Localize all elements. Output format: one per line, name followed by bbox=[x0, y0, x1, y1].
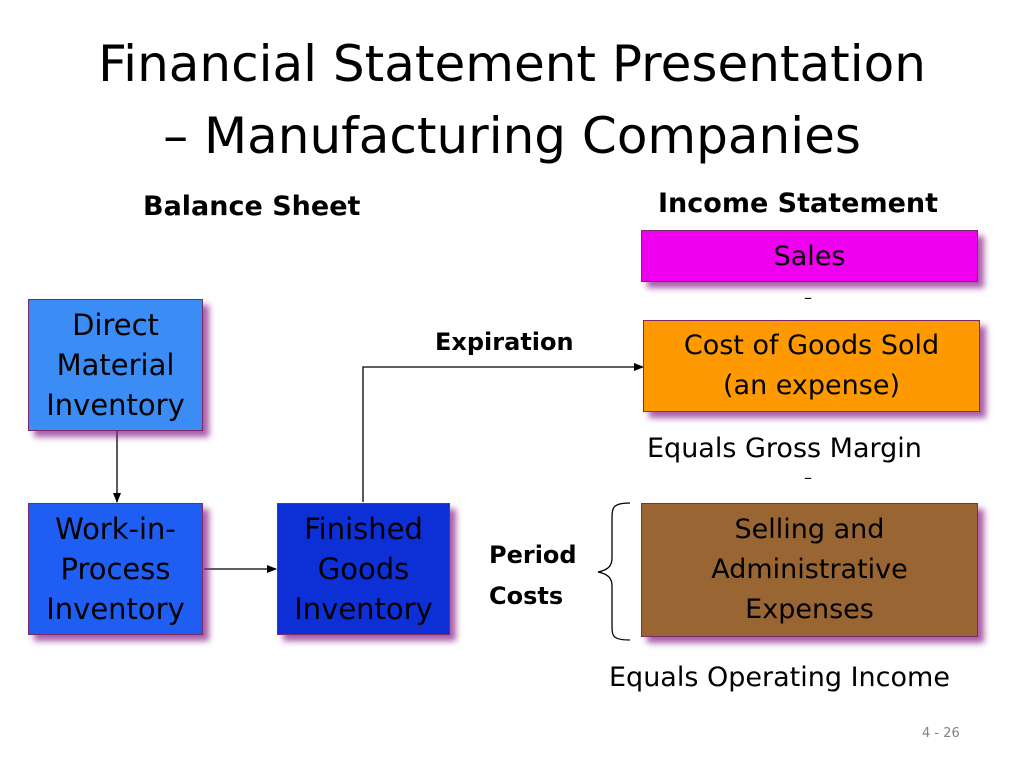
sga-line-1: Selling and bbox=[734, 514, 885, 545]
period-costs-brace bbox=[597, 502, 631, 641]
slide-title-line-2: – Manufacturing Companies bbox=[163, 107, 861, 165]
work-in-process-line-1: Work-in- bbox=[55, 512, 176, 546]
operating-income-label: Equals Operating Income bbox=[609, 662, 950, 693]
direct-material-line-2: Material bbox=[56, 348, 175, 382]
direct-material-line-3: Inventory bbox=[46, 388, 185, 422]
direct-material-line-1: Direct bbox=[72, 308, 159, 342]
finished-goods-line-2: Goods bbox=[317, 552, 410, 586]
finished-goods-inventory-box: Finished Goods Inventory bbox=[277, 503, 450, 635]
cogs-line-1: Cost of Goods Sold bbox=[683, 330, 940, 361]
work-in-process-line-2: Process bbox=[60, 552, 171, 586]
income-statement-heading: Income Statement bbox=[658, 188, 939, 219]
work-in-process-line-3: Inventory bbox=[46, 592, 185, 626]
period-costs-label: Period Costs bbox=[489, 535, 577, 617]
arrow-fg-to-cogs bbox=[362, 363, 644, 502]
minus-sign-2: – bbox=[804, 468, 812, 487]
slide-title: Financial Statement Presentation – Manuf… bbox=[0, 28, 1024, 172]
slide-title-line-1: Financial Statement Presentation bbox=[98, 35, 926, 93]
sga-line-2: Administrative bbox=[711, 554, 908, 585]
sales-label: Sales bbox=[773, 240, 846, 272]
selling-and-administrative-expenses-box: Selling and Administrative Expenses bbox=[641, 503, 978, 637]
period-costs-line-1: Period bbox=[489, 541, 577, 569]
cogs-line-2: (an expense) bbox=[723, 370, 900, 401]
gross-margin-label: Equals Gross Margin bbox=[647, 433, 922, 464]
direct-material-inventory-box: Direct Material Inventory bbox=[28, 299, 203, 431]
period-costs-line-2: Costs bbox=[489, 582, 564, 610]
minus-sign-1: – bbox=[804, 288, 812, 307]
sga-line-3: Expenses bbox=[745, 594, 874, 625]
finished-goods-line-3: Inventory bbox=[294, 592, 433, 626]
expiration-label: Expiration bbox=[435, 328, 574, 356]
cost-of-goods-sold-box: Cost of Goods Sold (an expense) bbox=[643, 320, 980, 412]
sales-box: Sales bbox=[641, 230, 978, 282]
balance-sheet-heading: Balance Sheet bbox=[143, 191, 361, 222]
finished-goods-line-1: Finished bbox=[304, 512, 423, 546]
work-in-process-inventory-box: Work-in- Process Inventory bbox=[28, 503, 203, 635]
page-number: 4 - 26 bbox=[922, 726, 960, 741]
